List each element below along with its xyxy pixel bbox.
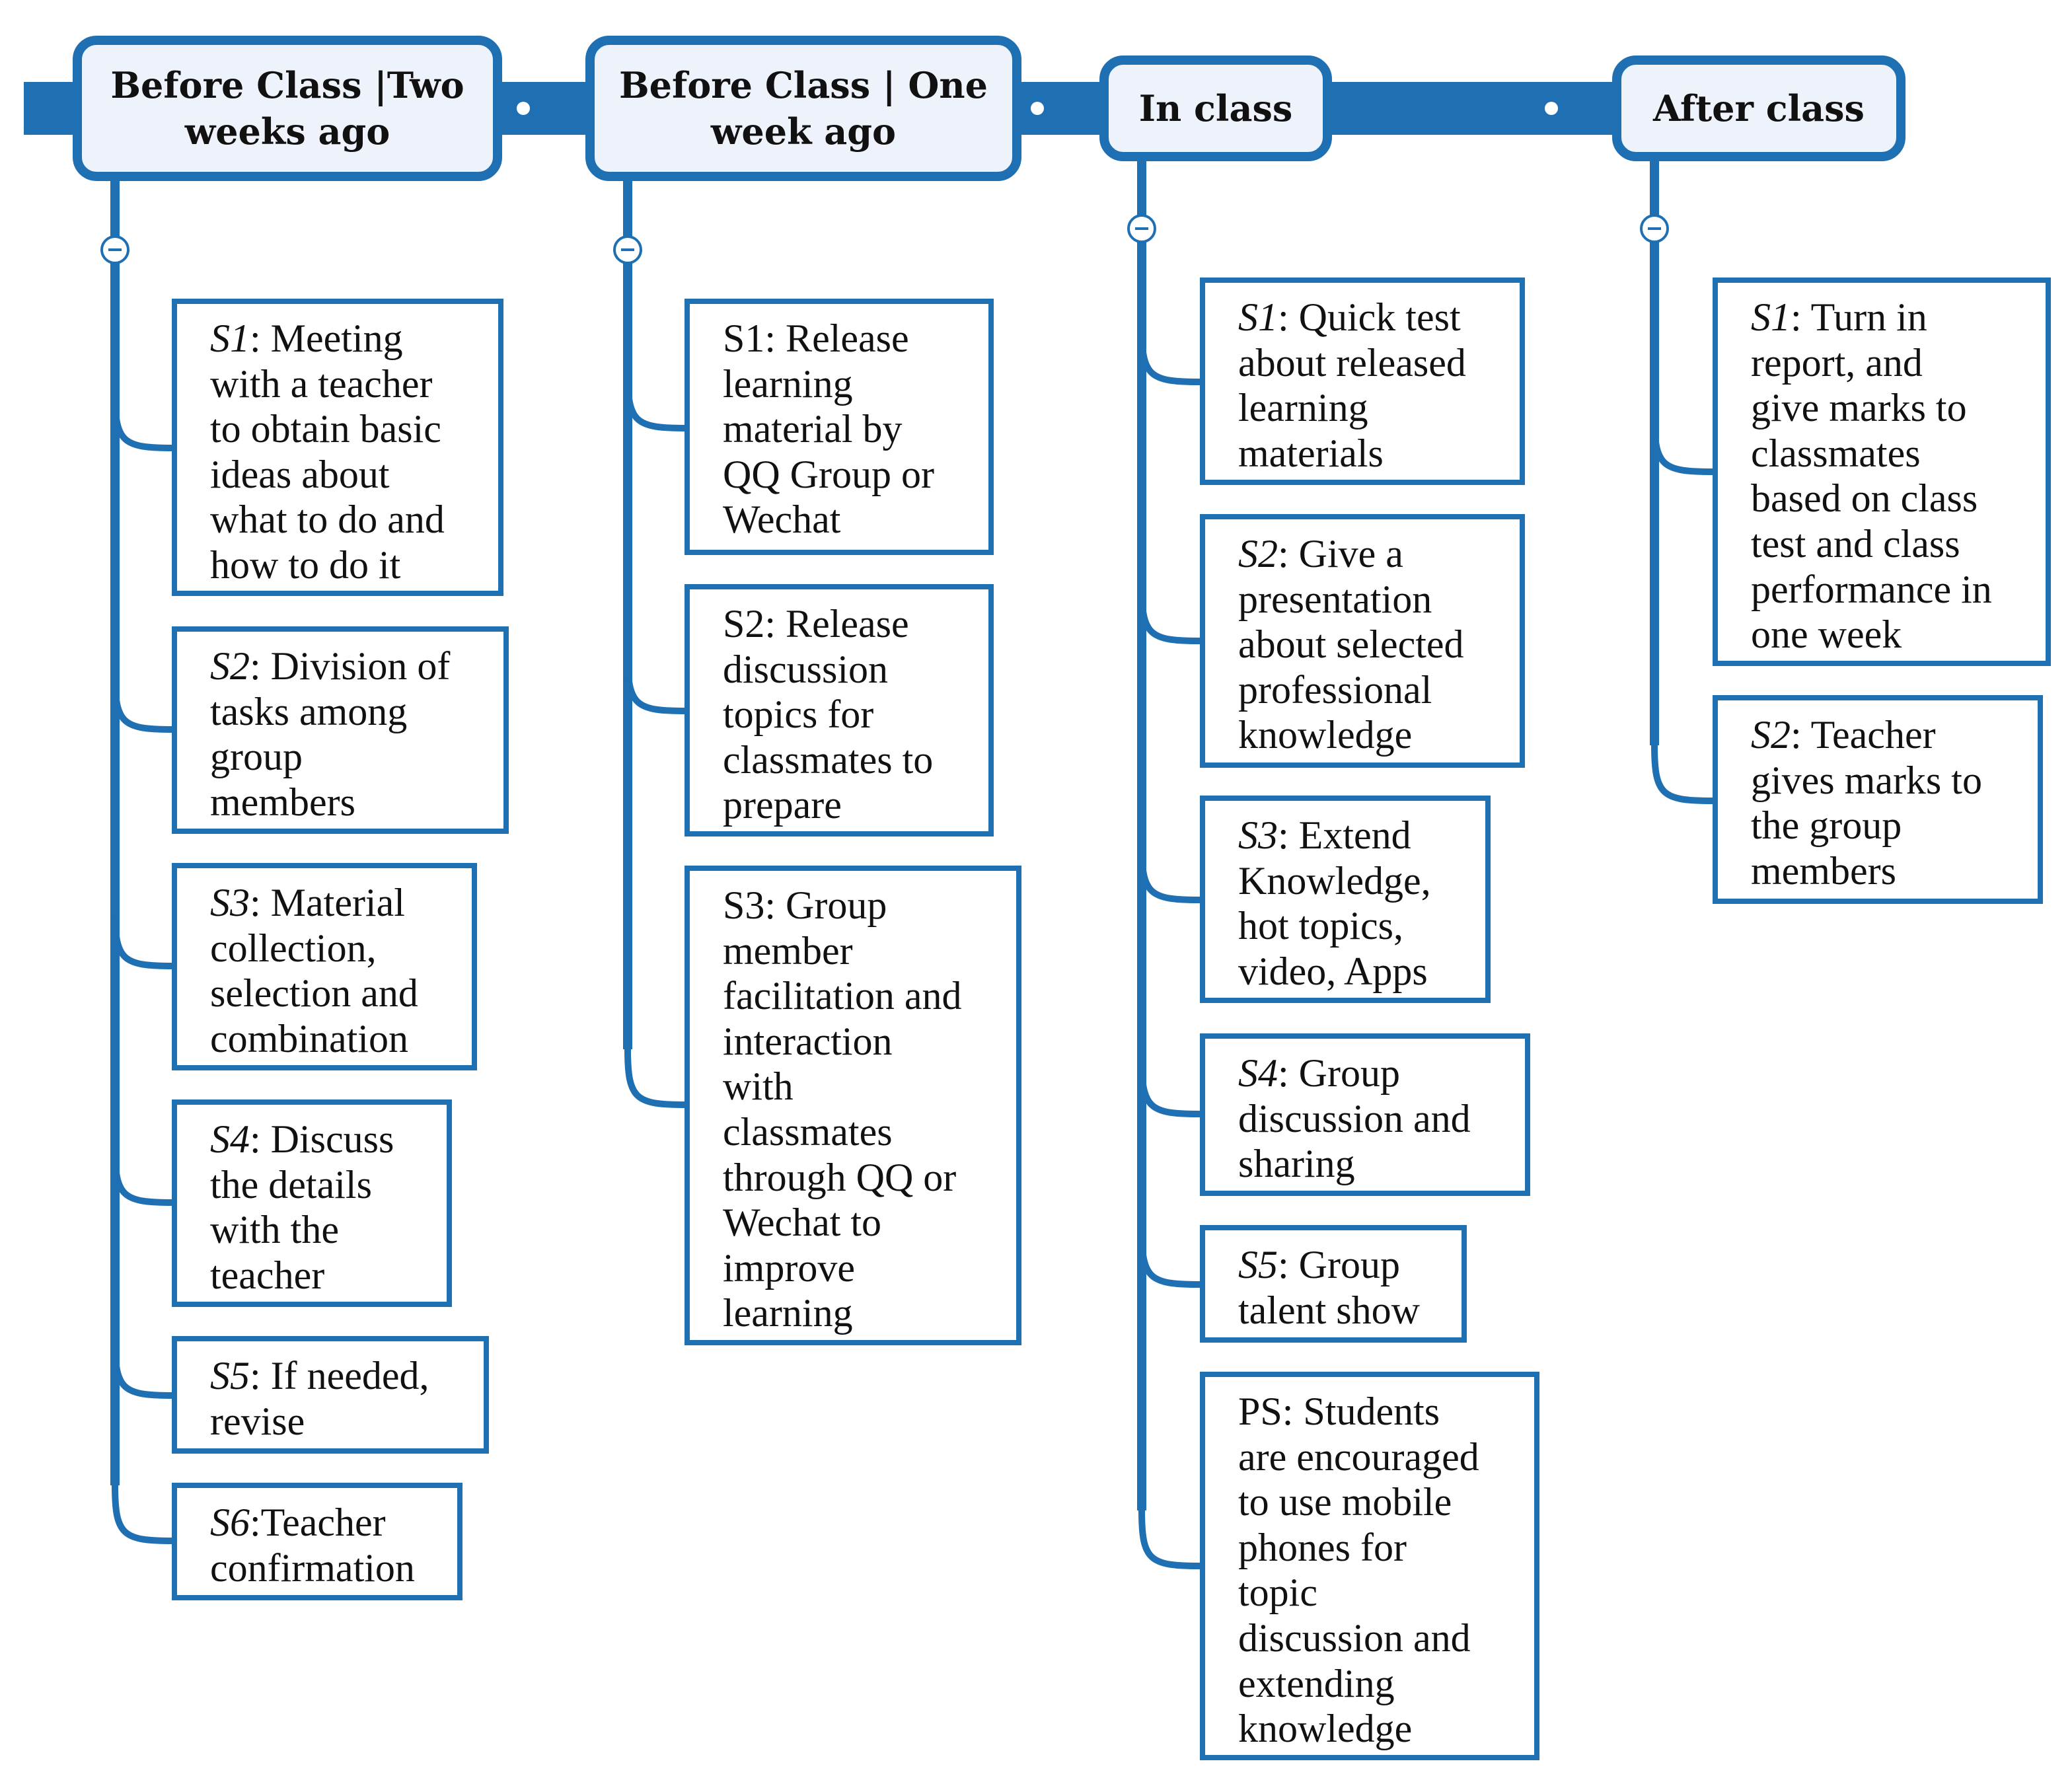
- step-code: S4: [1238, 1051, 1278, 1095]
- step-code: PS: [1238, 1390, 1282, 1433]
- step-text: : Teacher gives marks to the group membe…: [1751, 713, 1982, 893]
- branch-connector: [1138, 585, 1201, 644]
- step-code: S1: [723, 316, 765, 360]
- step-code: S2: [723, 602, 765, 646]
- branch-connector: [624, 372, 686, 431]
- step-text: : Release discussion topics for classmat…: [723, 602, 934, 827]
- branch-connector: [112, 673, 174, 733]
- step-text: : Division of tasks among group members: [210, 644, 451, 824]
- branch-connector: [624, 655, 686, 714]
- step-code: S2: [210, 644, 250, 688]
- step-box: S5: Group talent show: [1200, 1225, 1467, 1343]
- step-box: S1: Release learning material by QQ Grou…: [684, 299, 994, 555]
- step-code: S2: [1238, 532, 1278, 576]
- step-box: S3: Material collection, selection and c…: [172, 863, 477, 1070]
- step-box: S2: Release discussion topics for classm…: [684, 584, 994, 837]
- branch-connector: [112, 1146, 174, 1206]
- step-text: : Give a presentation about selected pro…: [1238, 532, 1464, 757]
- step-text: : Group discussion and sharing: [1238, 1051, 1471, 1186]
- phase-header-after-class[interactable]: After class: [1612, 56, 1906, 161]
- step-text: : Release learning material by QQ Group …: [723, 316, 934, 542]
- step-code: S3: [1238, 813, 1278, 857]
- step-code: S5: [1238, 1243, 1278, 1286]
- step-text: :Teacher confirmation: [210, 1501, 415, 1590]
- branch-connector: [1651, 745, 1713, 804]
- phase-header-in-class[interactable]: In class: [1099, 56, 1332, 161]
- step-text: : Material collection, selection and com…: [210, 881, 418, 1060]
- branch-connector: [1138, 844, 1201, 903]
- step-box: S4: Discuss the details with the teacher: [172, 1099, 452, 1307]
- step-box: S1: Quick test about released learning m…: [1200, 278, 1525, 485]
- branch-connector: [112, 392, 174, 451]
- phase-header-before-class-two-weeks[interactable]: Before Class |Two weeks ago: [73, 36, 502, 181]
- step-code: S6: [210, 1501, 250, 1544]
- step-code: S1: [210, 316, 250, 360]
- step-code: S4: [210, 1117, 250, 1161]
- step-text: : Group member facilitation and interact…: [723, 883, 962, 1335]
- step-box: S1: Meeting with a teacher to obtain bas…: [172, 299, 503, 596]
- step-code: S1: [1238, 295, 1278, 339]
- step-box: S3: Extend Knowledge, hot topics, video,…: [1200, 796, 1491, 1003]
- branch-connector: [112, 1485, 174, 1544]
- timeline-dot: [517, 102, 530, 115]
- step-box: S1: Turn in report, and give marks to cl…: [1713, 278, 2051, 666]
- timeline-dot: [1031, 102, 1044, 115]
- branch-connector: [112, 1339, 174, 1399]
- step-box: S4: Group discussion and sharing: [1200, 1033, 1530, 1196]
- step-code: S3: [723, 883, 765, 927]
- step-box: S2: Teacher gives marks to the group mem…: [1713, 695, 2043, 904]
- step-text: : Meeting with a teacher to obtain basic…: [210, 316, 445, 587]
- step-text: : Group talent show: [1238, 1243, 1420, 1332]
- step-text: : Turn in report, and give marks to clas…: [1751, 295, 1992, 657]
- step-code: S2: [1751, 713, 1791, 757]
- step-code: S1: [1751, 295, 1791, 339]
- step-text: : Quick test about released learning mat…: [1238, 295, 1466, 475]
- phase-header-before-class-one-week[interactable]: Before Class | One week ago: [585, 36, 1021, 181]
- step-text: : Discuss the details with the teacher: [210, 1117, 394, 1297]
- branch-connector: [1651, 416, 1713, 475]
- step-code: S3: [210, 881, 250, 924]
- branch-connector: [1138, 326, 1201, 385]
- branch-connector: [624, 1049, 686, 1108]
- step-box: S6:Teacher confirmation: [172, 1483, 462, 1600]
- step-text: : Extend Knowledge, hot topics, video, A…: [1238, 813, 1431, 993]
- branch-connector: [1138, 1228, 1201, 1288]
- step-box: S2: Division of tasks among group member…: [172, 626, 509, 834]
- branch-connector: [1138, 1058, 1201, 1117]
- step-text: : Students are encouraged to use mobile …: [1238, 1390, 1479, 1751]
- branch-connector: [1138, 1510, 1201, 1569]
- step-box: PS: Students are encouraged to use mobil…: [1200, 1372, 1539, 1760]
- step-box: S3: Group member facilitation and intera…: [684, 866, 1021, 1345]
- step-box: S5: If needed, revise: [172, 1336, 489, 1454]
- step-text: : If needed, revise: [210, 1354, 429, 1443]
- branch-connector: [112, 910, 174, 969]
- step-code: S5: [210, 1354, 250, 1397]
- step-box: S2: Give a presentation about selected p…: [1200, 514, 1525, 768]
- timeline-dot: [1545, 102, 1558, 115]
